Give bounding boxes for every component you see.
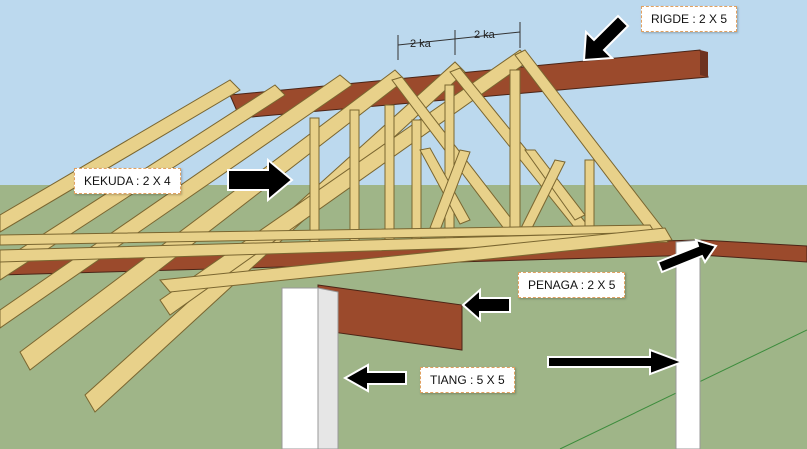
spacing-dimension	[397, 22, 521, 60]
tiang-arrow-2-icon	[547, 348, 685, 376]
penaga-label: PENAGA : 2 X 5	[518, 272, 626, 298]
tiang-label: TIANG : 5 X 5	[420, 367, 515, 393]
ridge-label: RIGDE : 2 X 5	[641, 6, 738, 32]
tiang-arrow-icon	[342, 363, 407, 393]
penaga-arrow-2-icon	[656, 238, 718, 274]
kekuda-label: KEKUDA : 2 X 4	[74, 168, 181, 194]
bottom-chords	[0, 224, 673, 293]
ridge-arrow-icon	[582, 14, 630, 62]
spacing-label-2: 2 ka	[474, 29, 496, 41]
penaga-arrow-icon	[461, 287, 511, 323]
arrows	[227, 14, 718, 393]
spacing-label-1: 2 ka	[410, 38, 432, 50]
posts	[281, 239, 701, 449]
kekuda-arrow-icon	[227, 157, 294, 203]
